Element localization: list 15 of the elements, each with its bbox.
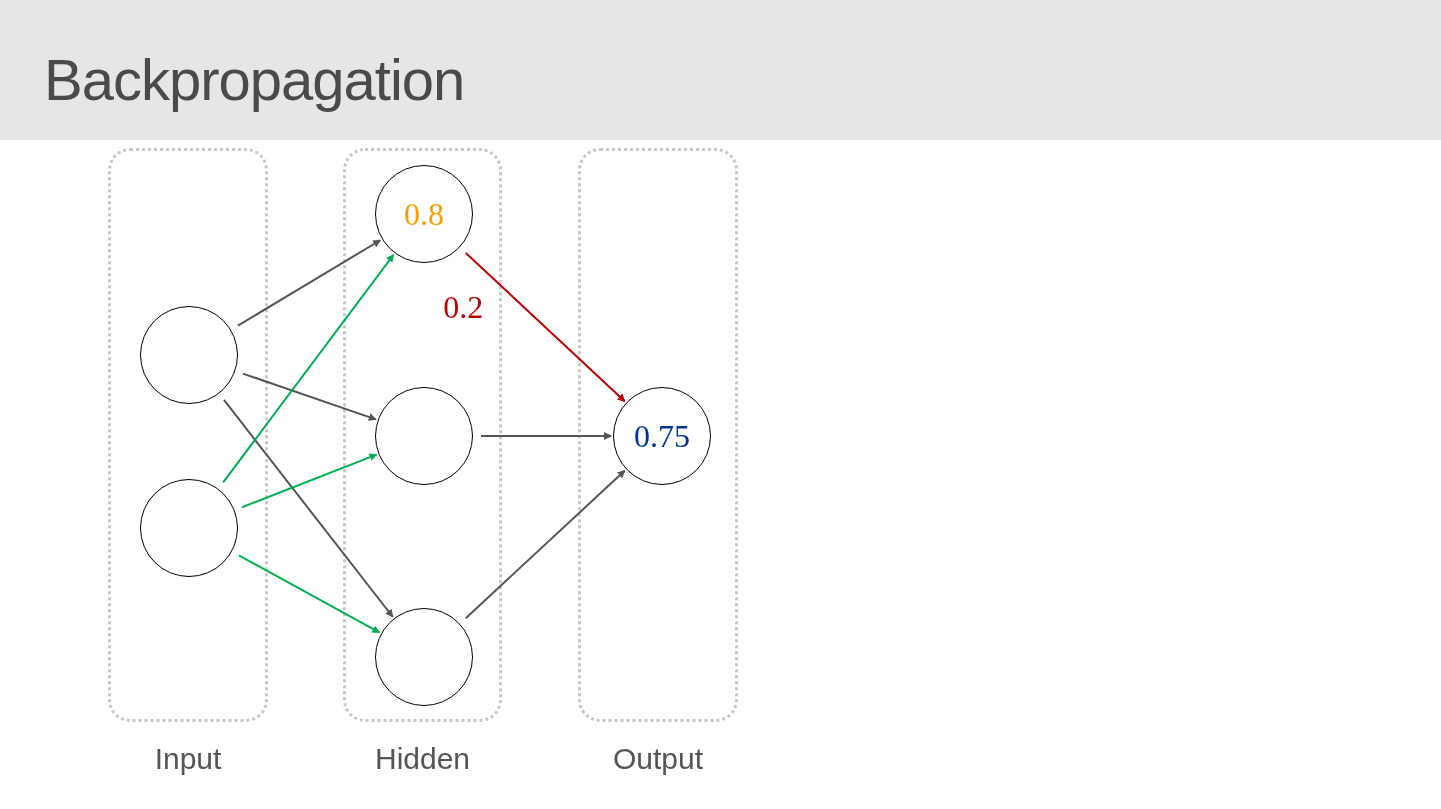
arrow bbox=[236, 239, 382, 327]
slide-title: Backpropagation bbox=[44, 48, 465, 112]
layer-label: Hidden bbox=[374, 742, 471, 776]
arrow bbox=[241, 372, 377, 421]
layer-label: Output bbox=[612, 742, 704, 776]
arrow bbox=[464, 469, 626, 620]
arrow bbox=[464, 251, 626, 403]
neuron-value: 0.75 bbox=[634, 417, 690, 455]
arrow bbox=[222, 253, 395, 484]
arrow bbox=[480, 432, 612, 440]
arrow bbox=[223, 399, 394, 618]
arrow bbox=[237, 554, 381, 634]
arrow bbox=[241, 453, 378, 509]
neuron-value: 0.8 bbox=[404, 195, 444, 233]
layer-label: Input bbox=[154, 742, 222, 776]
